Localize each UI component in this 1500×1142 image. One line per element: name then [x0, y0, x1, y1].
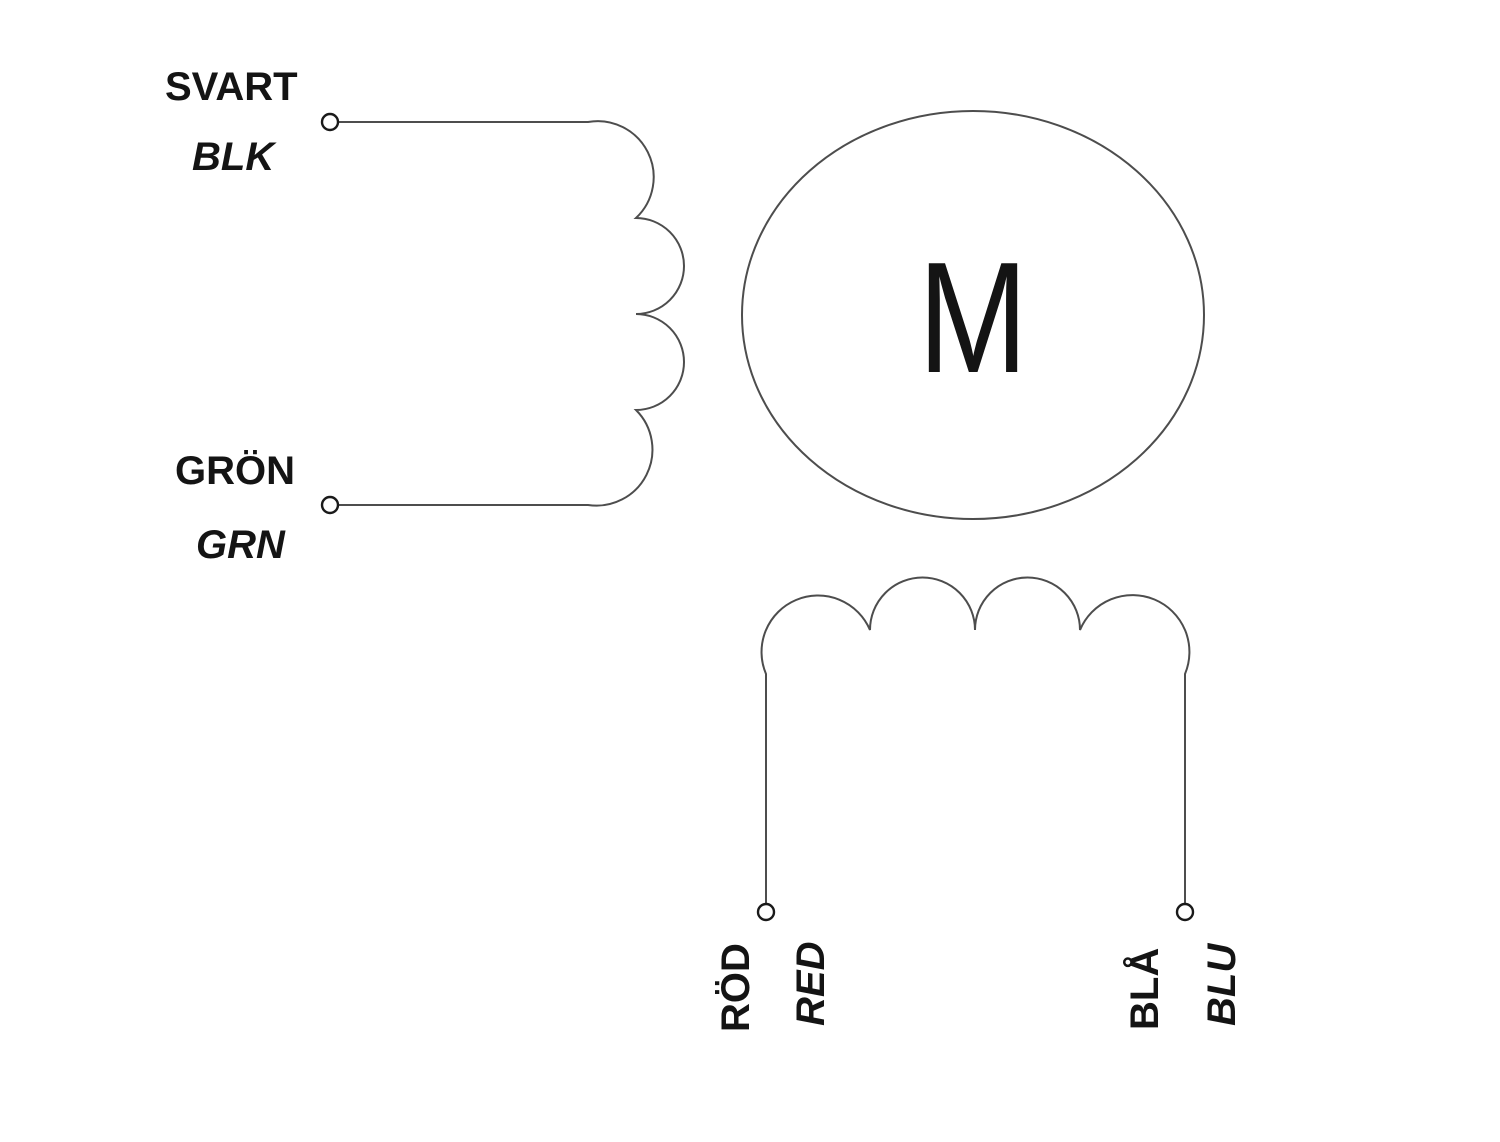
motor-body-circle [741, 110, 1205, 520]
label-red: RED [789, 942, 833, 1026]
label-blk: BLK [192, 135, 277, 179]
terminal-gron [320, 495, 340, 515]
label-rod: RÖD [713, 943, 758, 1032]
label-svart: SVART [165, 65, 298, 109]
terminal-bla [1175, 902, 1195, 922]
label-bla: BLÅ [1122, 948, 1167, 1030]
label-blu: BLU [1200, 943, 1244, 1026]
motor-symbol: M [918, 230, 1028, 406]
label-grn: GRN [196, 523, 286, 567]
label-gron: GRÖN [175, 448, 295, 493]
terminal-svart [320, 112, 340, 132]
winding-a-coil [338, 120, 685, 507]
terminal-rod [756, 902, 776, 922]
winding-b-coil [760, 576, 1191, 903]
